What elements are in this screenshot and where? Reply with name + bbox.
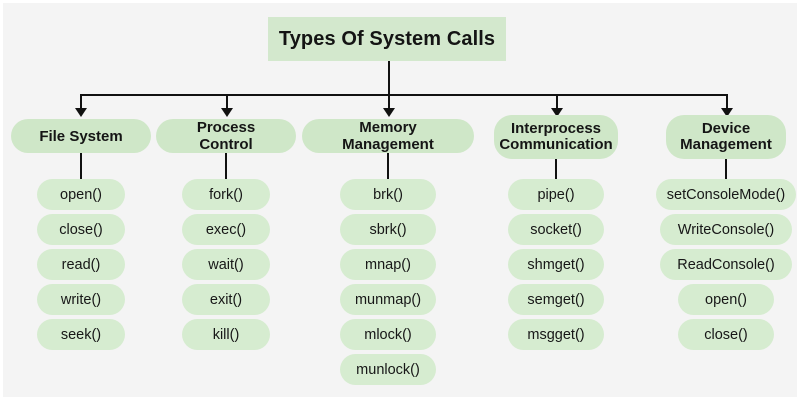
syscall-item[interactable]: kill() [182, 319, 270, 350]
syscall-label: brk() [373, 186, 403, 203]
category-header-process-control[interactable]: Process Control [156, 119, 296, 153]
syscall-label: shmget() [527, 256, 585, 273]
horizontal-bus-connector [80, 94, 728, 96]
syscall-item[interactable]: socket() [508, 214, 604, 245]
branch-connector-memory-management [388, 94, 390, 111]
syscall-label: wait() [208, 256, 244, 273]
syscall-item[interactable]: mnap() [340, 249, 436, 280]
column-stem-interprocess-communication [555, 159, 557, 179]
syscall-item[interactable]: read() [37, 249, 125, 280]
syscall-item[interactable]: sbrk() [340, 214, 436, 245]
column-stem-process-control [225, 153, 227, 179]
syscall-item[interactable]: write() [37, 284, 125, 315]
syscall-item[interactable]: close() [37, 214, 125, 245]
syscall-item[interactable]: WriteConsole() [660, 214, 792, 245]
column-device-management: Device Management setConsoleMode() Write… [656, 115, 796, 350]
syscall-item[interactable]: ReadConsole() [660, 249, 792, 280]
syscall-label: sbrk() [369, 221, 407, 238]
category-header-memory-management[interactable]: Memory Management [302, 119, 474, 153]
syscall-list-file-system: open() close() read() write() seek() [37, 179, 125, 350]
syscall-label: munlock() [356, 361, 420, 378]
arrow-head-file-system [75, 108, 87, 117]
syscall-label: kill() [212, 326, 240, 343]
arrow-head-memory-management [383, 108, 395, 117]
syscall-label: seek() [60, 326, 102, 343]
syscall-label: socket() [530, 221, 582, 238]
syscall-label: mnap() [365, 256, 411, 273]
column-interprocess-communication: Interprocess Communication pipe() socket… [494, 115, 618, 350]
category-header-label: Interprocess Communication [499, 119, 613, 153]
syscall-label: exit() [209, 291, 243, 308]
syscall-item[interactable]: shmget() [508, 249, 604, 280]
branch-connector-interprocess-communication [556, 94, 558, 111]
syscall-item[interactable]: open() [678, 284, 774, 315]
syscall-label: msgget() [527, 326, 585, 343]
diagram-title-box: Types Of System Calls [268, 17, 506, 61]
syscall-item[interactable]: mlock() [340, 319, 436, 350]
syscall-item[interactable]: munmap() [340, 284, 436, 315]
category-header-file-system[interactable]: File System [11, 119, 151, 153]
syscall-label: open() [60, 186, 102, 203]
syscall-item[interactable]: msgget() [508, 319, 604, 350]
category-header-label: Memory Management [342, 119, 434, 153]
column-stem-memory-management [387, 153, 389, 179]
syscall-item[interactable]: brk() [340, 179, 436, 210]
syscall-label: munmap() [354, 291, 422, 308]
root-connector-stem [388, 61, 390, 95]
column-memory-management: Memory Management brk() sbrk() mnap() mu… [302, 119, 474, 385]
syscall-item[interactable]: exec() [182, 214, 270, 245]
category-header-label: Device Management [680, 119, 772, 153]
syscall-label: ReadConsole() [677, 256, 775, 273]
syscall-item[interactable]: setConsoleMode() [656, 179, 796, 210]
arrow-head-interprocess-communication [551, 108, 563, 117]
syscall-label: open() [705, 291, 747, 308]
syscall-list-interprocess-communication: pipe() socket() shmget() semget() msgget… [508, 179, 604, 350]
syscall-item[interactable]: close() [678, 319, 774, 350]
syscall-list-device-management: setConsoleMode() WriteConsole() ReadCons… [656, 179, 796, 350]
syscall-item[interactable]: wait() [182, 249, 270, 280]
branch-connector-process-control [226, 94, 228, 111]
syscall-label: WriteConsole() [677, 221, 775, 238]
syscall-item[interactable]: munlock() [340, 354, 436, 385]
syscall-label: close() [59, 221, 103, 238]
syscall-item[interactable]: seek() [37, 319, 125, 350]
syscall-item[interactable]: semget() [508, 284, 604, 315]
category-header-device-management[interactable]: Device Management [666, 115, 786, 159]
branch-connector-file-system [80, 94, 82, 111]
column-process-control: Process Control fork() exec() wait() exi… [156, 119, 296, 350]
syscall-label: setConsoleMode() [666, 186, 786, 203]
syscall-item[interactable]: open() [37, 179, 125, 210]
syscall-label: pipe() [537, 186, 575, 203]
syscall-item[interactable]: fork() [182, 179, 270, 210]
syscall-label: mlock() [364, 326, 412, 343]
arrow-head-device-management [721, 108, 733, 117]
diagram-title: Types Of System Calls [278, 27, 496, 50]
category-header-interprocess-communication[interactable]: Interprocess Communication [494, 115, 618, 159]
category-header-label: Process Control [196, 119, 256, 153]
branch-connector-device-management [726, 94, 728, 111]
syscall-label: semget() [527, 291, 585, 308]
category-header-label: File System [39, 127, 123, 145]
syscall-item[interactable]: pipe() [508, 179, 604, 210]
syscall-item[interactable]: exit() [182, 284, 270, 315]
syscall-label: fork() [209, 186, 243, 203]
column-file-system: File System open() close() read() write(… [11, 119, 151, 350]
syscall-label: read() [61, 256, 101, 273]
syscall-label: close() [704, 326, 748, 343]
column-stem-device-management [725, 159, 727, 179]
syscall-label: exec() [205, 221, 247, 238]
column-stem-file-system [80, 153, 82, 179]
arrow-head-process-control [221, 108, 233, 117]
syscall-list-process-control: fork() exec() wait() exit() kill() [182, 179, 270, 350]
syscall-list-memory-management: brk() sbrk() mnap() munmap() mlock() mun… [340, 179, 436, 385]
syscall-label: write() [60, 291, 102, 308]
